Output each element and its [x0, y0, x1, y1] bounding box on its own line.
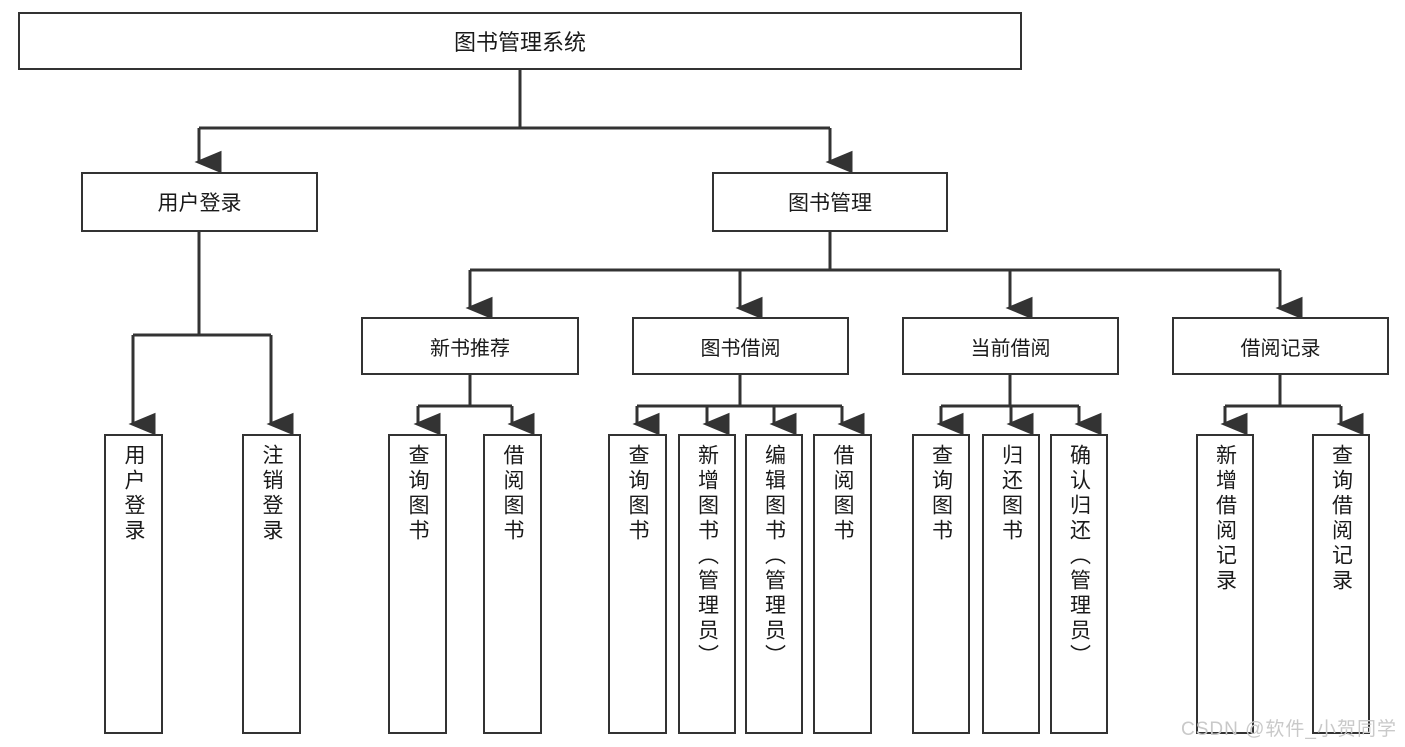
leaf-user-login[interactable]: 用户登录	[104, 434, 163, 734]
leaf-label: 查询图书	[626, 444, 649, 544]
leaf-add-borrow-record[interactable]: 新增借阅记录	[1196, 434, 1254, 734]
node-label: 图书管理系统	[453, 30, 586, 55]
leaf-label: 查询图书	[929, 444, 953, 544]
leaf-query-book-1[interactable]: 查询图书	[388, 434, 447, 734]
node-borrow-record[interactable]: 借阅记录	[1172, 317, 1389, 375]
node-book-manage[interactable]: 图书管理	[712, 172, 948, 232]
node-book-borrow[interactable]: 图书借阅	[632, 317, 849, 375]
leaf-query-book-2[interactable]: 查询图书	[608, 434, 667, 734]
node-label: 借阅记录	[1240, 337, 1321, 360]
node-new-book-recommend[interactable]: 新书推荐	[361, 317, 579, 375]
leaf-borrow-book-1[interactable]: 借阅图书	[483, 434, 542, 734]
leaf-return-book[interactable]: 归还图书	[982, 434, 1040, 734]
node-label: 新书推荐	[430, 337, 510, 360]
leaf-label: 查询图书	[406, 444, 429, 544]
leaf-label: 查询借阅记录	[1329, 444, 1353, 594]
node-current-borrow[interactable]: 当前借阅	[902, 317, 1119, 375]
leaf-label: 新增借阅记录	[1213, 444, 1237, 594]
leaf-confirm-return[interactable]: 确认归还（管理员）	[1050, 434, 1108, 734]
node-root-book-management-system[interactable]: 图书管理系统	[18, 12, 1022, 70]
node-label: 当前借阅	[970, 337, 1051, 360]
leaf-label: 注销登录	[260, 444, 283, 544]
leaf-add-book[interactable]: 新增图书（管理员）	[678, 434, 736, 734]
node-label: 图书管理	[788, 192, 872, 215]
leaf-label: 新增图书（管理员）	[695, 444, 719, 669]
leaf-borrow-book-2[interactable]: 借阅图书	[813, 434, 872, 734]
leaf-label: 用户登录	[122, 444, 145, 544]
leaf-query-book-3[interactable]: 查询图书	[912, 434, 970, 734]
leaf-query-borrow-record[interactable]: 查询借阅记录	[1312, 434, 1370, 734]
leaf-user-logout[interactable]: 注销登录	[242, 434, 301, 734]
node-label: 图书借阅	[700, 337, 781, 360]
leaf-label: 借阅图书	[831, 444, 854, 544]
node-label: 用户登录	[157, 192, 242, 215]
node-user-login[interactable]: 用户登录	[81, 172, 318, 232]
leaf-label: 编辑图书（管理员）	[762, 444, 786, 669]
leaf-label: 确认归还（管理员）	[1067, 444, 1091, 669]
leaf-label: 借阅图书	[501, 444, 524, 544]
leaf-label: 归还图书	[999, 444, 1023, 544]
leaf-edit-book[interactable]: 编辑图书（管理员）	[745, 434, 803, 734]
